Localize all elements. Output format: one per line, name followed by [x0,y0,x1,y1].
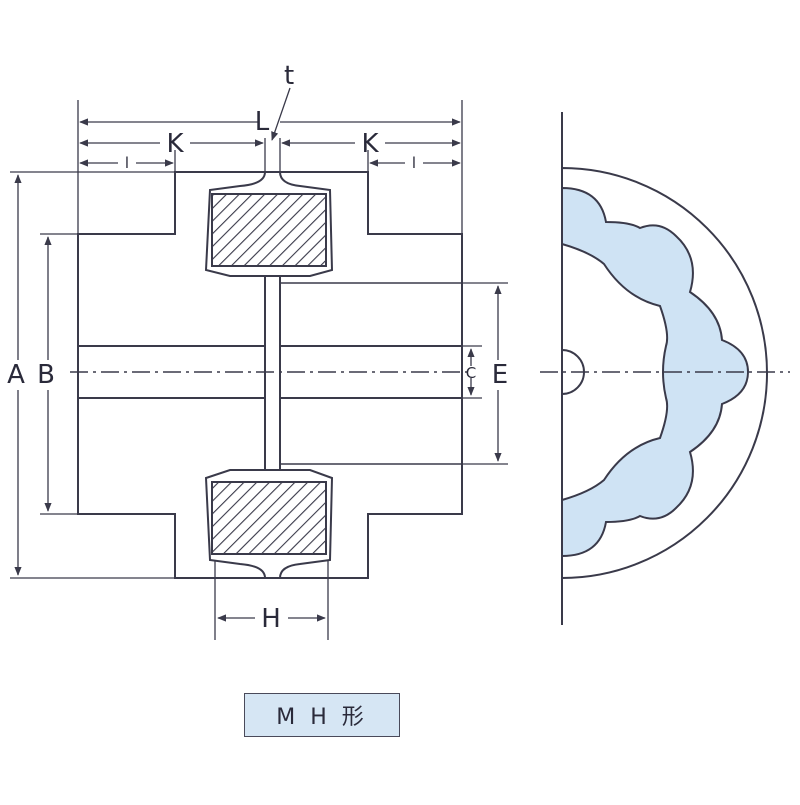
label-A: A [7,360,25,390]
bottom-element-hatch [211,481,327,555]
label-H: H [261,604,281,634]
label-B: B [37,360,55,390]
label-C: C [466,364,476,382]
label-K-right: K [361,129,379,159]
label-L: L [255,107,270,137]
end-view [540,112,790,625]
label-E: E [492,360,508,390]
top-element-hatch [211,193,327,267]
model-badge: M H 形 [244,693,400,737]
label-l-left: l [125,154,129,172]
dimension-labels: t L K K l l A B C E H [7,61,508,634]
label-l-right: l [412,154,416,172]
dimension-lines [10,87,508,640]
label-t: t [284,61,294,91]
side-view [70,171,470,579]
spider-web [264,267,281,471]
label-K-left: K [166,129,184,159]
